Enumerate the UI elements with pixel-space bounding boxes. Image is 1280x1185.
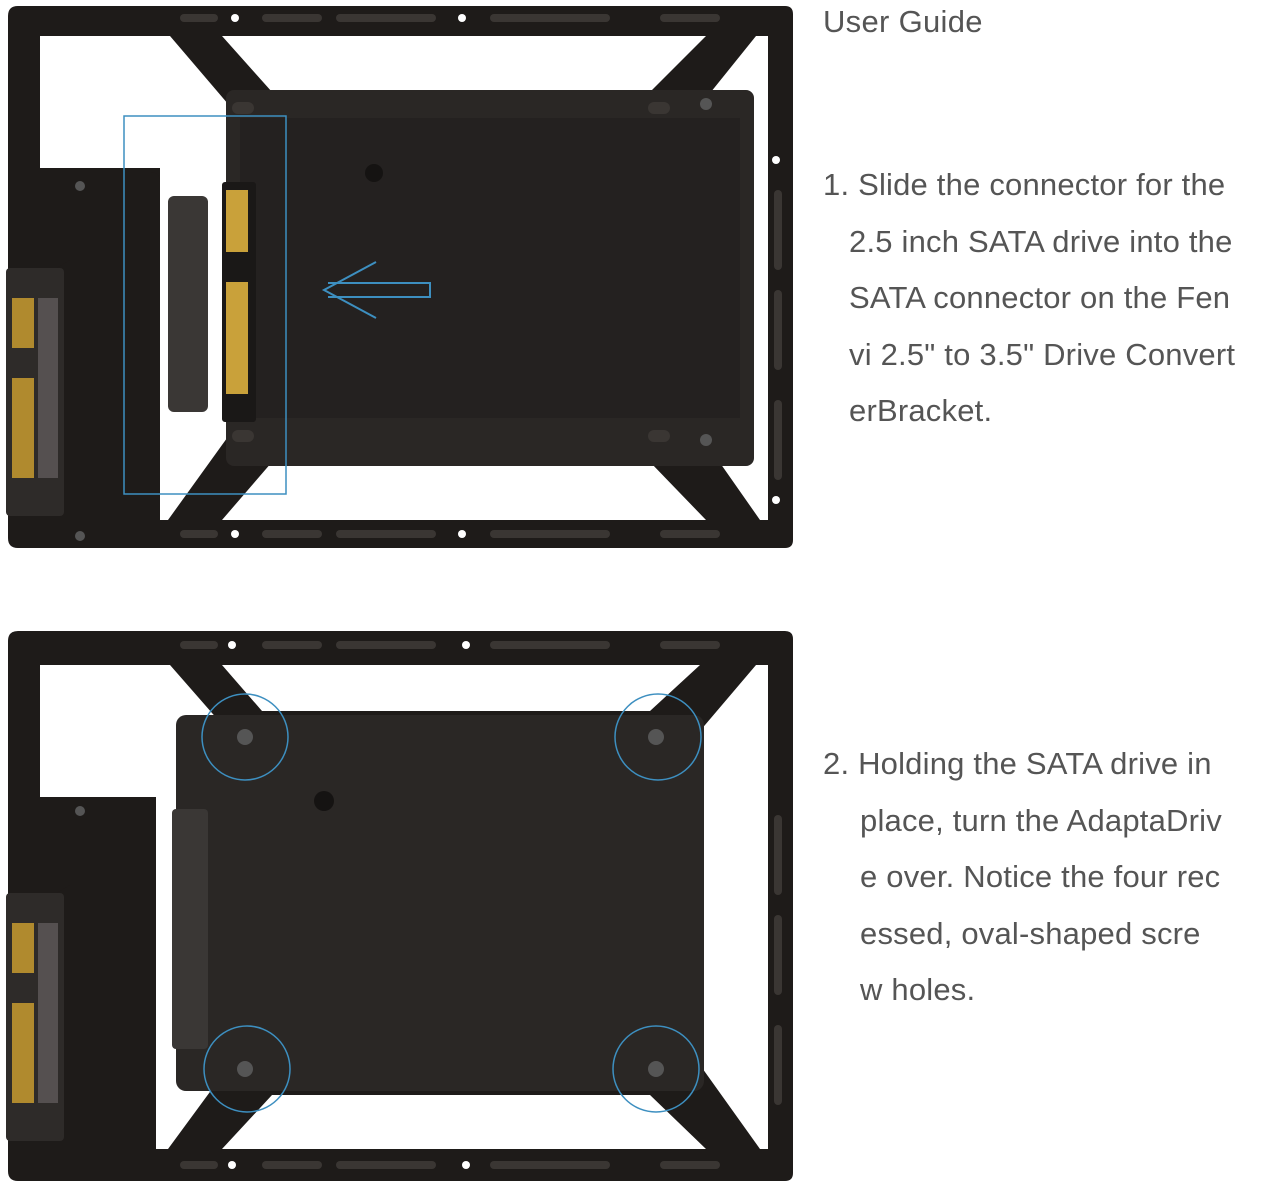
- frame-holes: [228, 641, 470, 1169]
- drive-screw: [314, 791, 334, 811]
- sata-connector-drive: [172, 809, 208, 1049]
- page-title: User Guide: [823, 4, 983, 39]
- sata-connector-left: [6, 893, 64, 1141]
- screw-hole: [648, 729, 664, 745]
- step-line: essed, oval-shaped scre: [860, 915, 1201, 951]
- connector-highlight-box: [123, 115, 287, 495]
- board-screw: [75, 181, 85, 191]
- top-rail-slots: [180, 14, 782, 538]
- circle-highlight-icon: [614, 693, 702, 781]
- screw-hole: [237, 1061, 253, 1077]
- circle-highlight-icon: [203, 1025, 291, 1113]
- frame-holes: [231, 14, 780, 538]
- sata-connector-drive: [168, 182, 256, 422]
- board-screw: [75, 531, 85, 541]
- step-line: SATA connector on the Fen: [849, 280, 1231, 315]
- photo-step-2: [0, 625, 800, 1185]
- board-screw: [75, 806, 85, 816]
- circle-highlight-icon: [612, 1025, 700, 1113]
- circle-highlight-icon: [201, 693, 289, 781]
- drive-plate: [240, 118, 740, 418]
- left-arrow-icon: [321, 261, 431, 319]
- step-line: w holes.: [860, 972, 976, 1007]
- step-line: 2. Holding the SATA drive in: [823, 746, 1212, 781]
- step-2-text: 2. Holding the SATA drive in place, turn…: [823, 736, 1222, 1019]
- bracket-image-2: [6, 631, 793, 1181]
- screw-hole: [237, 729, 253, 745]
- drive-screw: [700, 98, 712, 110]
- screw-holes: [237, 729, 664, 1077]
- step-line: 1. Slide the connector for the: [823, 167, 1226, 202]
- photo-step-1: [0, 0, 800, 560]
- step-line: 2.5 inch SATA drive into the: [849, 223, 1233, 259]
- step-line: place, turn the AdaptaDriv: [860, 802, 1222, 838]
- bracket-image-1: [6, 6, 793, 548]
- step-line: vi 2.5" to 3.5" Drive Convert: [849, 336, 1236, 372]
- drive-screw: [365, 164, 383, 182]
- sata-connector-left: [6, 268, 64, 516]
- top-rail-slots: [180, 641, 782, 1169]
- step-line: erBracket.: [849, 393, 993, 428]
- step-1-text: 1. Slide the connector for the 2.5 inch …: [823, 157, 1235, 440]
- ssd-drive: [176, 715, 704, 1091]
- drive-screw: [700, 434, 712, 446]
- brace-holes: [232, 102, 670, 442]
- step-line: e over. Notice the four rec: [860, 859, 1221, 894]
- screw-hole: [648, 1061, 664, 1077]
